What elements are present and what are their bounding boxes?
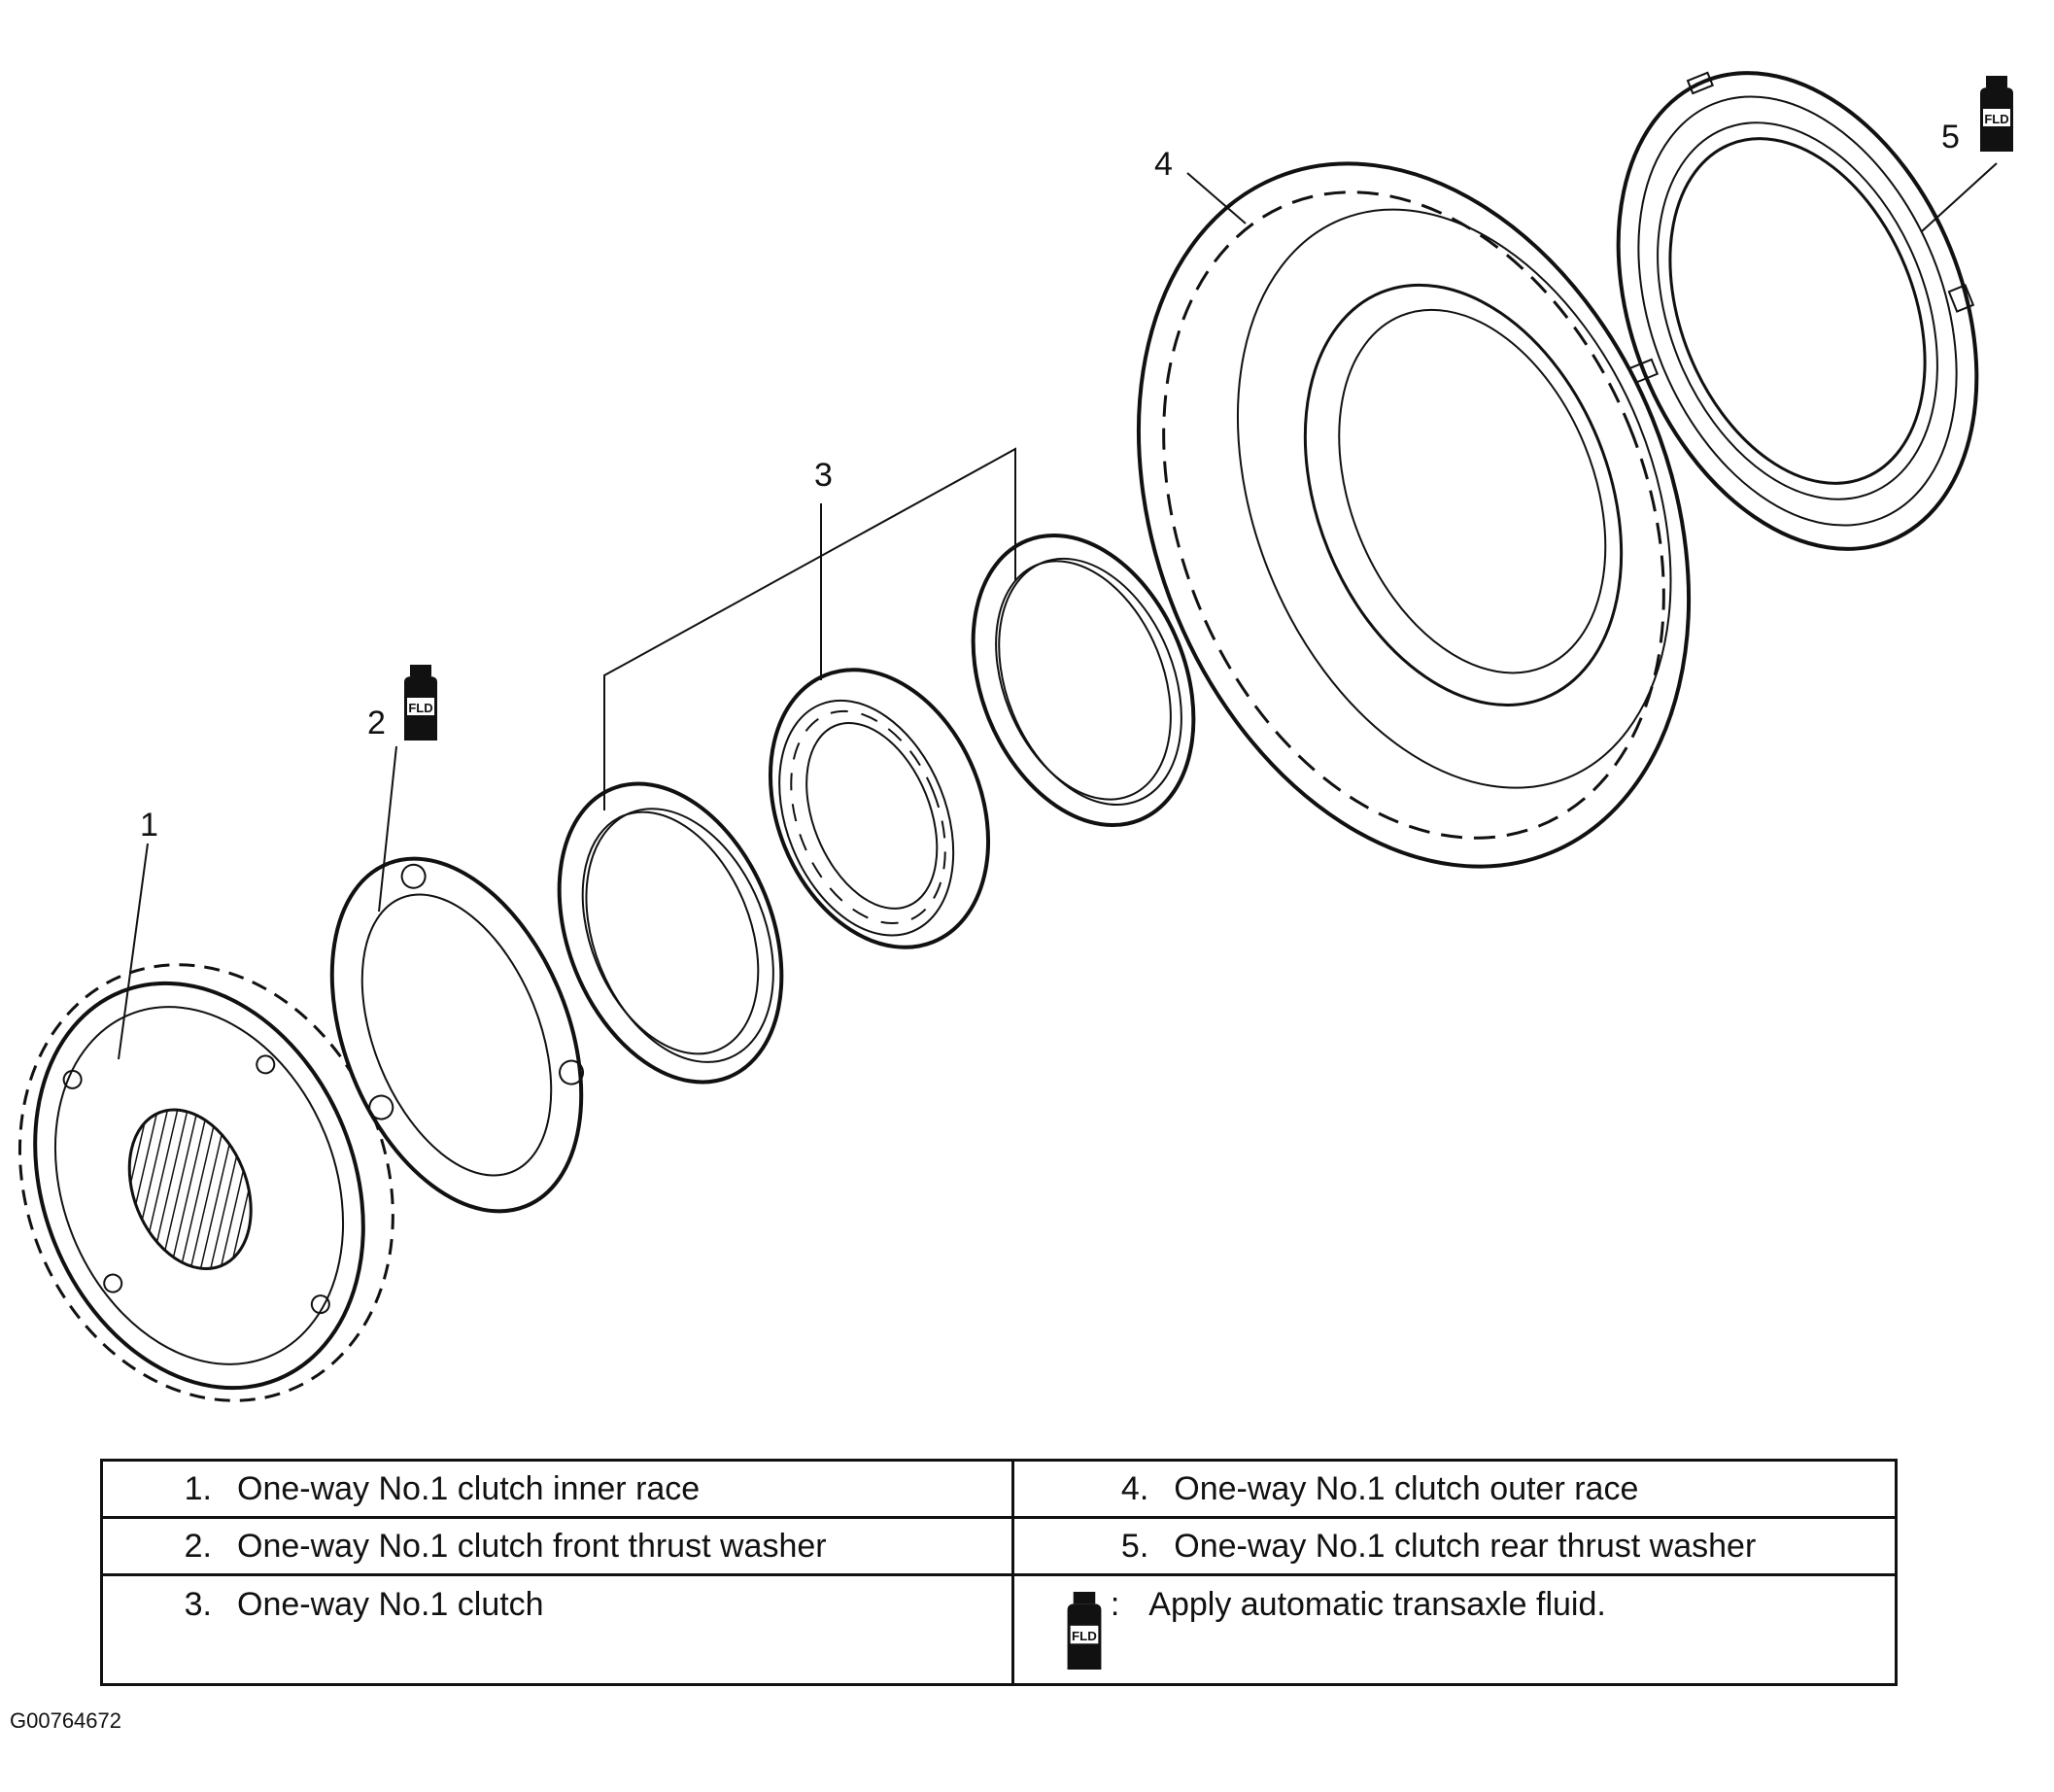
legend-number: 4. — [1120, 1469, 1149, 1507]
legend-text: One-way No.1 clutch rear thrust washer — [1174, 1527, 1757, 1565]
callout-1: 1 — [140, 807, 158, 844]
legend-row: 3. One-way No.1 clutch FLD : Apply autom… — [99, 1573, 1898, 1686]
callout-5: 5 — [1941, 119, 1960, 155]
svg-text:FLD: FLD — [1984, 112, 2008, 126]
fluid-bottle-icon: FLD — [404, 665, 437, 741]
legend-cell: FLD : Apply automatic transaxle fluid. — [1011, 1573, 1898, 1686]
svg-text:FLD: FLD — [408, 701, 432, 715]
part-4-outer-race — [1136, 161, 1692, 869]
legend-row: 2. One-way No.1 clutch front thrust wash… — [99, 1516, 1898, 1576]
part-1-inner-race — [17, 963, 394, 1402]
legend-cell: 1. One-way No.1 clutch inner race — [99, 1459, 1015, 1519]
legend-text: One-way No.1 clutch outer race — [1174, 1469, 1639, 1507]
legend-number: 2. — [184, 1527, 212, 1565]
legend-text: One-way No.1 clutch — [237, 1586, 544, 1623]
part-3-one-way-clutch — [557, 534, 1196, 1085]
fluid-bottle-icon: FLD — [1980, 76, 2013, 152]
legend-text: One-way No.1 clutch front thrust washer — [237, 1527, 827, 1565]
callout-2: 2 — [367, 705, 386, 741]
legend-row: 1. One-way No.1 clutch inner race 4. One… — [99, 1459, 1898, 1519]
legend-colon: : — [1110, 1586, 1120, 1623]
svg-text:FLD: FLD — [1072, 1629, 1097, 1643]
legend-symbol: FLD : — [1014, 1586, 1148, 1670]
callout-4: 4 — [1154, 146, 1173, 183]
exploded-view-diagram: 1 2 3 4 5 FLD FLD — [17, 71, 2013, 1402]
legend-cell: 3. One-way No.1 clutch — [99, 1573, 1015, 1686]
leader-lines — [118, 162, 1998, 1060]
legend-text: Apply automatic transaxle fluid. — [1148, 1586, 1606, 1623]
legend-number: 5. — [1120, 1527, 1149, 1565]
part-5-rear-thrust-washer — [1616, 71, 1979, 551]
legend-text: One-way No.1 clutch inner race — [237, 1469, 701, 1507]
callout-3: 3 — [814, 457, 833, 494]
legend-table: 1. One-way No.1 clutch inner race 4. One… — [99, 1459, 1898, 1686]
part-2-front-thrust-washer — [329, 856, 585, 1214]
legend-cell: 5. One-way No.1 clutch rear thrust washe… — [1011, 1516, 1898, 1576]
legend-number: 3. — [184, 1586, 212, 1623]
fluid-bottle-icon: FLD — [1067, 1592, 1102, 1670]
legend-cell: 2. One-way No.1 clutch front thrust wash… — [99, 1516, 1015, 1576]
figure-id: G00764672 — [10, 1708, 121, 1733]
legend-cell: 4. One-way No.1 clutch outer race — [1011, 1459, 1898, 1519]
legend-number: 1. — [184, 1469, 212, 1507]
